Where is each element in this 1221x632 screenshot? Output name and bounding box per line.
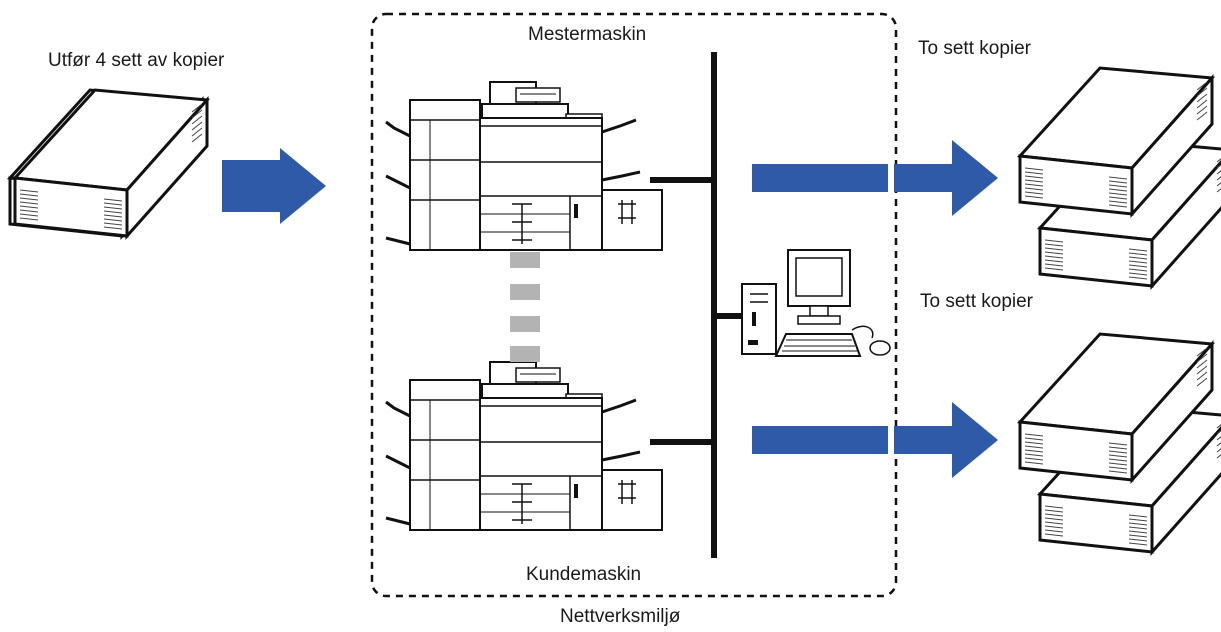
printer-icon: [384, 80, 664, 252]
printer-link-connector: [510, 252, 540, 362]
network-bus: [650, 52, 742, 558]
client-label: Kundemaskin: [526, 564, 642, 585]
output-arrow-top: [752, 140, 998, 216]
input-label: Utfør 4 sett av kopier: [48, 50, 225, 71]
output-arrow-bottom: [752, 402, 998, 478]
printer-icon: [384, 360, 664, 532]
network-boundary: [370, 12, 898, 598]
master-label: Mestermaskin: [528, 24, 647, 45]
arrow-right-icon: [222, 148, 326, 224]
output-bottom-label: To sett kopier: [920, 291, 1033, 312]
network-label: Nettverksmiljø: [560, 606, 681, 627]
output-top-label: To sett kopier: [918, 38, 1031, 59]
computer-icon: [741, 249, 891, 357]
output-stack-top: [13, 88, 209, 238]
